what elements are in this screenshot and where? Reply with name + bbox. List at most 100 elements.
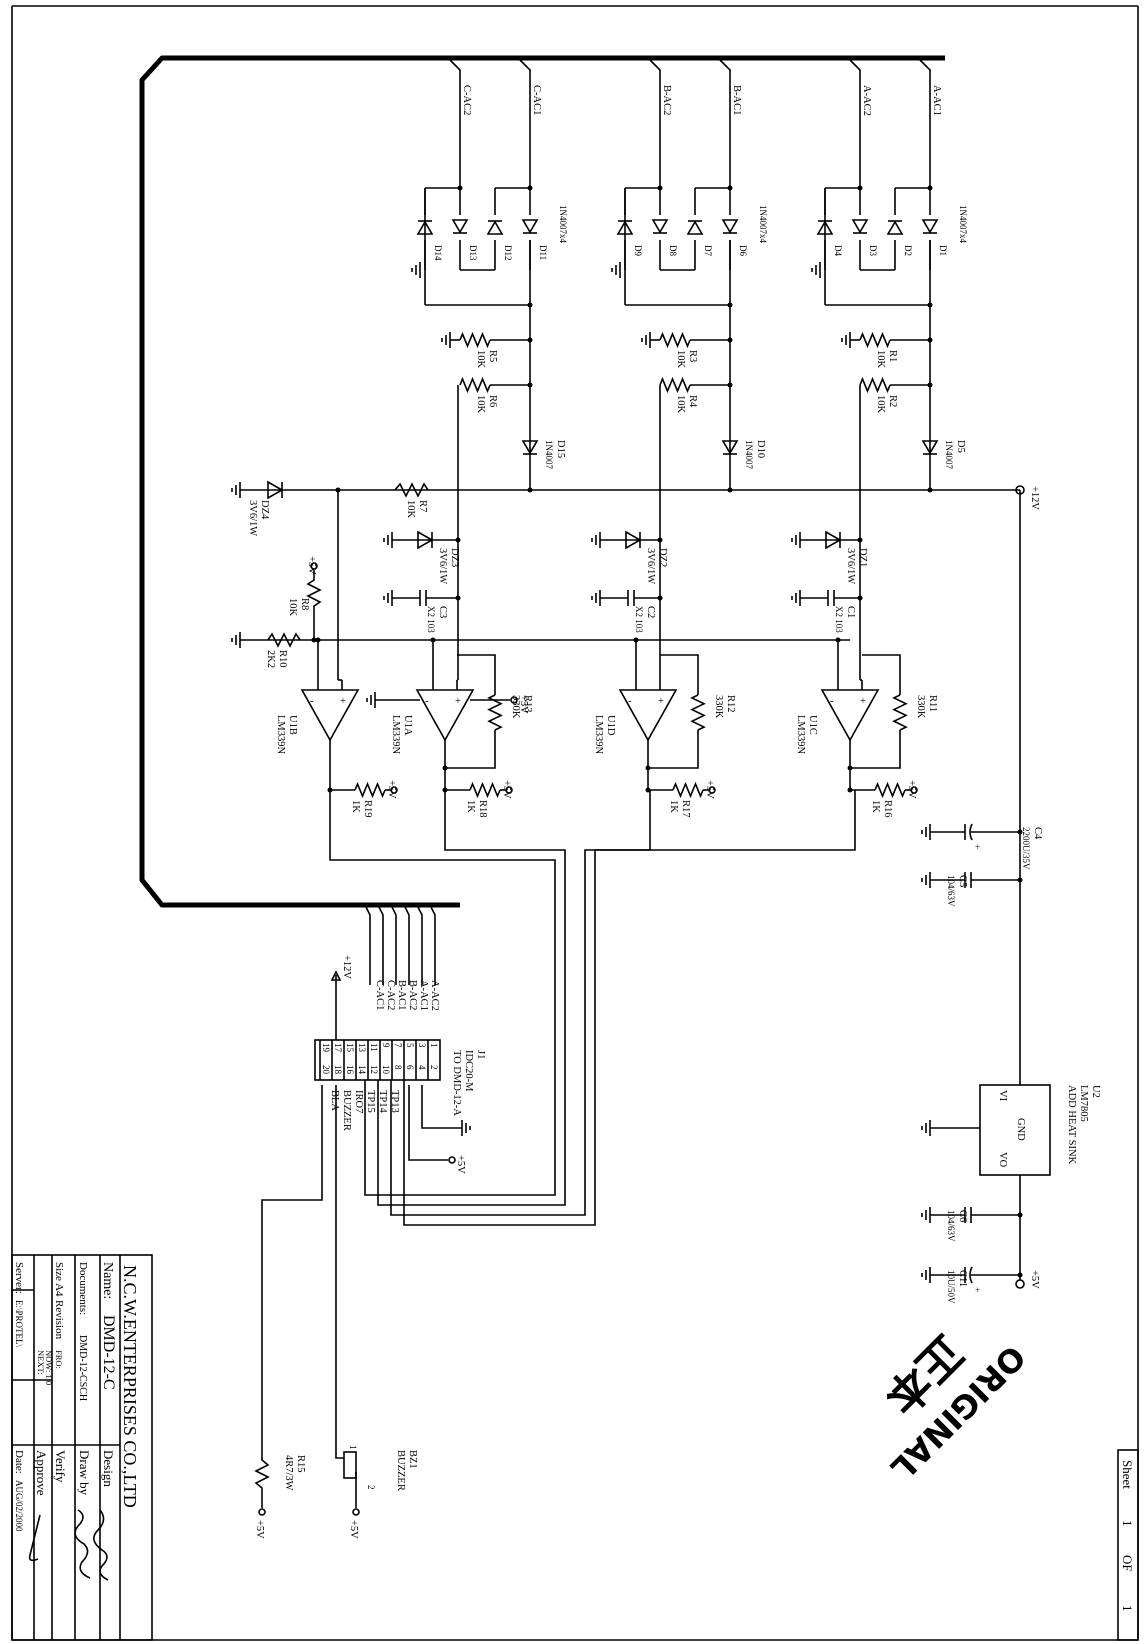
svg-text:1K: 1K: [870, 800, 881, 813]
svg-text:DZ2: DZ2: [657, 548, 668, 567]
svg-text:R3: R3: [687, 350, 698, 362]
svg-text:C2: C2: [645, 606, 656, 618]
svg-text:+5V: +5V: [518, 695, 529, 714]
svg-text:B-AC2: B-AC2: [407, 980, 418, 1010]
plus12v-rail: +12V: [320, 485, 1040, 1085]
svg-text:D6: D6: [738, 245, 748, 256]
svg-text:D4: D4: [833, 245, 843, 256]
buzzer-bz1: +5V BZ1 BUZZER 1 2: [335, 1085, 418, 1539]
svg-text:+5V: +5V: [386, 780, 397, 799]
svg-text:10U/50V: 10U/50V: [946, 1270, 956, 1304]
title-block: N.C.W.ENTERPRISES CO.,LTD Name: DMD-12-C…: [11, 1254, 153, 1641]
svg-text:Date:: Date:: [13, 1450, 25, 1474]
svg-text:VI: VI: [997, 1090, 1008, 1102]
svg-text:5: 5: [405, 1043, 415, 1048]
svg-text:+5V: +5V: [306, 556, 317, 575]
svg-text:330K: 330K: [713, 695, 724, 719]
bridge-c: C-AC1C-AC2D11D12D13D141N4007x4R510KR610K…: [411, 57, 568, 493]
svg-text:+5V: +5V: [455, 1155, 466, 1174]
svg-text:R1: R1: [887, 350, 898, 362]
svg-text:330K: 330K: [915, 695, 926, 719]
svg-text:14: 14: [357, 1065, 367, 1075]
svg-text:R16: R16: [882, 800, 893, 818]
svg-text:+5V: +5V: [348, 1520, 359, 1539]
svg-text:104/63V: 104/63V: [946, 875, 956, 907]
svg-text:11: 11: [369, 1043, 379, 1052]
svg-text:Documents:: Documents:: [77, 1262, 89, 1315]
svg-text:4R7/3W: 4R7/3W: [283, 1455, 294, 1491]
svg-text:ADD HEAT SINK: ADD HEAT SINK: [1066, 1085, 1077, 1165]
svg-text:A-AC2: A-AC2: [861, 85, 872, 116]
svg-text:R7: R7: [417, 500, 428, 512]
svg-text:TP15: TP15: [365, 1090, 376, 1113]
svg-text:10K: 10K: [475, 395, 486, 414]
plus12v-label: +12V: [1029, 486, 1040, 510]
svg-text:Revision: Revision: [53, 1300, 65, 1340]
svg-text:10K: 10K: [405, 500, 416, 519]
svg-text:10K: 10K: [875, 350, 886, 369]
svg-text:1N4007x4: 1N4007x4: [558, 205, 568, 243]
svg-text:1N4007x4: 1N4007x4: [758, 205, 768, 243]
svg-text:-: -: [310, 696, 314, 707]
svg-text:12: 12: [369, 1065, 379, 1074]
svg-text:R15: R15: [295, 1455, 306, 1473]
svg-text:NOW: 1.0: NOW: 1.0: [44, 1350, 54, 1385]
svg-text:U1B: U1B: [287, 715, 298, 735]
svg-text:Draw by: Draw by: [77, 1450, 92, 1496]
svg-text:BLA: BLA: [329, 1090, 340, 1111]
design-signature: [93, 1509, 109, 1581]
svg-text:R10: R10: [277, 650, 288, 668]
svg-text:8: 8: [393, 1065, 403, 1070]
bridge-a: A-AC1A-AC2D1D2D3D41N4007x4R110KR210KD51N…: [811, 57, 968, 493]
design-name: DMD-12-C: [100, 1315, 117, 1390]
svg-text:-: -: [830, 696, 834, 707]
svg-text:Approve: Approve: [34, 1450, 49, 1496]
svg-text:1: 1: [348, 1445, 358, 1450]
svg-text:Verify: Verify: [53, 1450, 68, 1483]
svg-text:R2: R2: [887, 395, 898, 407]
svg-text:NEXT:: NEXT:: [36, 1350, 46, 1375]
svg-text:15: 15: [345, 1043, 355, 1053]
svg-text:BUZZER: BUZZER: [395, 1450, 406, 1491]
svg-text:-: -: [628, 696, 632, 707]
lm339-comparators: +-U1CLM339N+5VR161KR11330K+-U1DLM339N+5V…: [275, 637, 938, 818]
svg-text:D3: D3: [868, 245, 878, 256]
dz4-zener: DZ4 3V6/1W: [231, 480, 320, 536]
svg-text:AUG/02/2000: AUG/02/2000: [14, 1480, 24, 1532]
svg-text:10K: 10K: [475, 350, 486, 369]
svg-text:Sheet: Sheet: [1120, 1460, 1135, 1489]
connector-j1: 1234567891011121314151617181920A-AC2A-AC…: [314, 955, 486, 1174]
svg-text:19: 19: [321, 1043, 331, 1053]
svg-text:18: 18: [333, 1065, 343, 1075]
svg-text:3V6/1W: 3V6/1W: [437, 548, 448, 584]
svg-text:TP13: TP13: [389, 1090, 400, 1113]
svg-text:C-AC2: C-AC2: [385, 980, 396, 1010]
svg-text:9: 9: [381, 1043, 391, 1048]
svg-text:+5V: +5V: [501, 780, 512, 799]
svg-text:U1D: U1D: [605, 715, 616, 736]
svg-text:R6: R6: [487, 395, 498, 407]
svg-text:R19: R19: [362, 800, 373, 818]
svg-text:C5: C5: [957, 875, 968, 887]
svg-text:D14: D14: [433, 245, 443, 261]
svg-text:C-AC2: C-AC2: [461, 85, 472, 115]
svg-text:D5: D5: [955, 440, 966, 453]
svg-text:1N4007: 1N4007: [744, 440, 754, 469]
svg-text:R5: R5: [487, 350, 498, 362]
svg-text:10K: 10K: [675, 395, 686, 414]
svg-text:1N4007: 1N4007: [944, 440, 954, 469]
svg-text:LM339N: LM339N: [593, 715, 604, 755]
svg-text:DZ4: DZ4: [259, 500, 270, 520]
svg-text:-: -: [425, 696, 429, 707]
svg-text:Server:: Server:: [13, 1262, 25, 1294]
svg-text:C1: C1: [845, 606, 856, 618]
svg-text:U2: U2: [1090, 1085, 1101, 1098]
